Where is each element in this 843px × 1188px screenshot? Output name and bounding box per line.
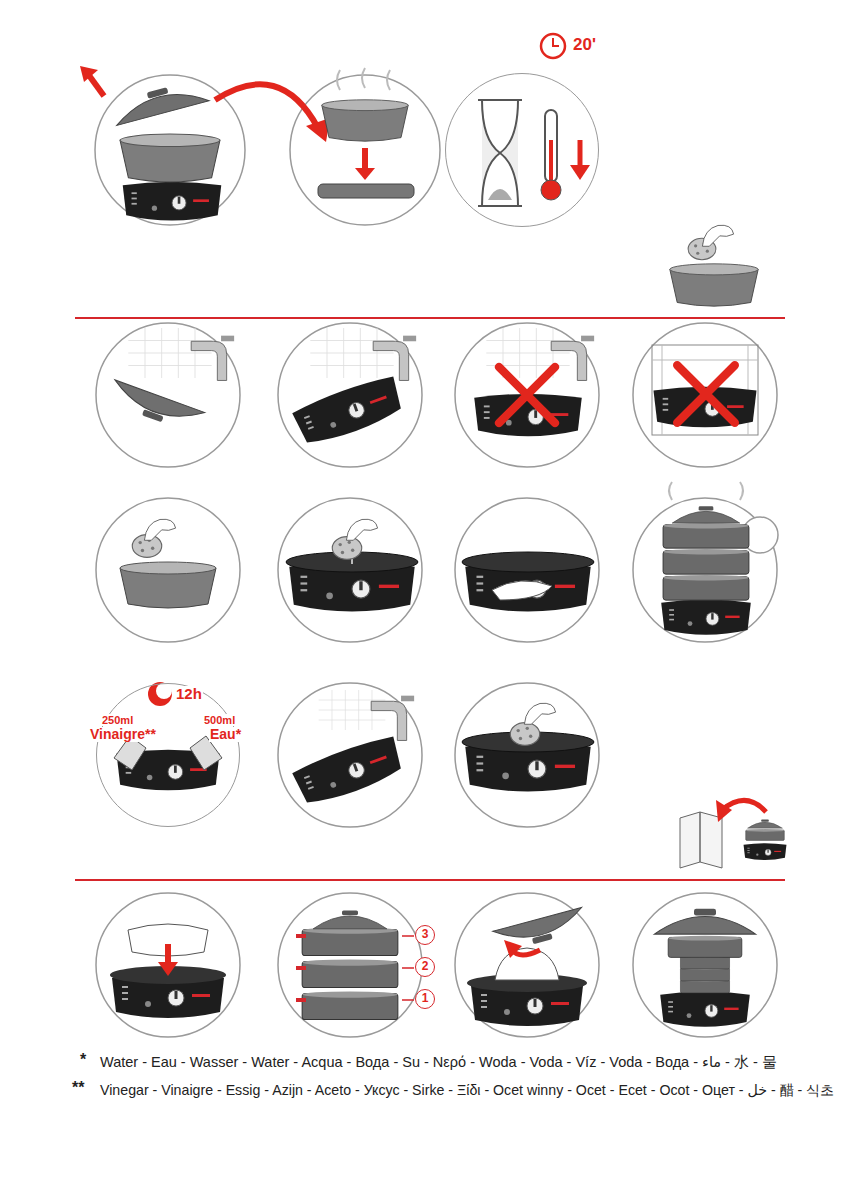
row-1 bbox=[80, 34, 758, 306]
callout-number: 2 bbox=[415, 957, 435, 977]
row-5 bbox=[110, 907, 756, 1026]
row-2 bbox=[107, 328, 758, 449]
step-circle: 12h250mlVinaigre**500mlEau* bbox=[96, 683, 240, 827]
panel-frames bbox=[95, 75, 778, 1037]
divider bbox=[75, 879, 785, 881]
footnote-mark: ** bbox=[72, 1078, 84, 1097]
divider bbox=[75, 317, 785, 319]
footnote-mark: * bbox=[80, 1050, 86, 1069]
callout-text: 3 bbox=[422, 928, 429, 941]
step-circle: 20' bbox=[445, 73, 599, 227]
step-label: 20' bbox=[572, 36, 597, 55]
callout-number: 1 bbox=[415, 989, 435, 1009]
row-4 bbox=[114, 682, 786, 868]
step-label: 500ml bbox=[203, 714, 236, 726]
callout-text: 2 bbox=[422, 960, 429, 973]
step-label: Vinaigre** bbox=[89, 727, 157, 742]
step-label: 12h bbox=[175, 686, 203, 703]
callout-number: 3 bbox=[415, 925, 435, 945]
footnote-text: Vinegar - Vinaigre - Essig - Azijn - Ace… bbox=[100, 1082, 834, 1099]
row-3 bbox=[120, 482, 751, 635]
callout-text: 1 bbox=[422, 992, 429, 1005]
step-label: 250ml bbox=[101, 714, 134, 726]
step-label: Eau* bbox=[209, 727, 242, 742]
footnote-text: Water - Eau - Wasser - Water - Acqua - В… bbox=[100, 1054, 777, 1071]
